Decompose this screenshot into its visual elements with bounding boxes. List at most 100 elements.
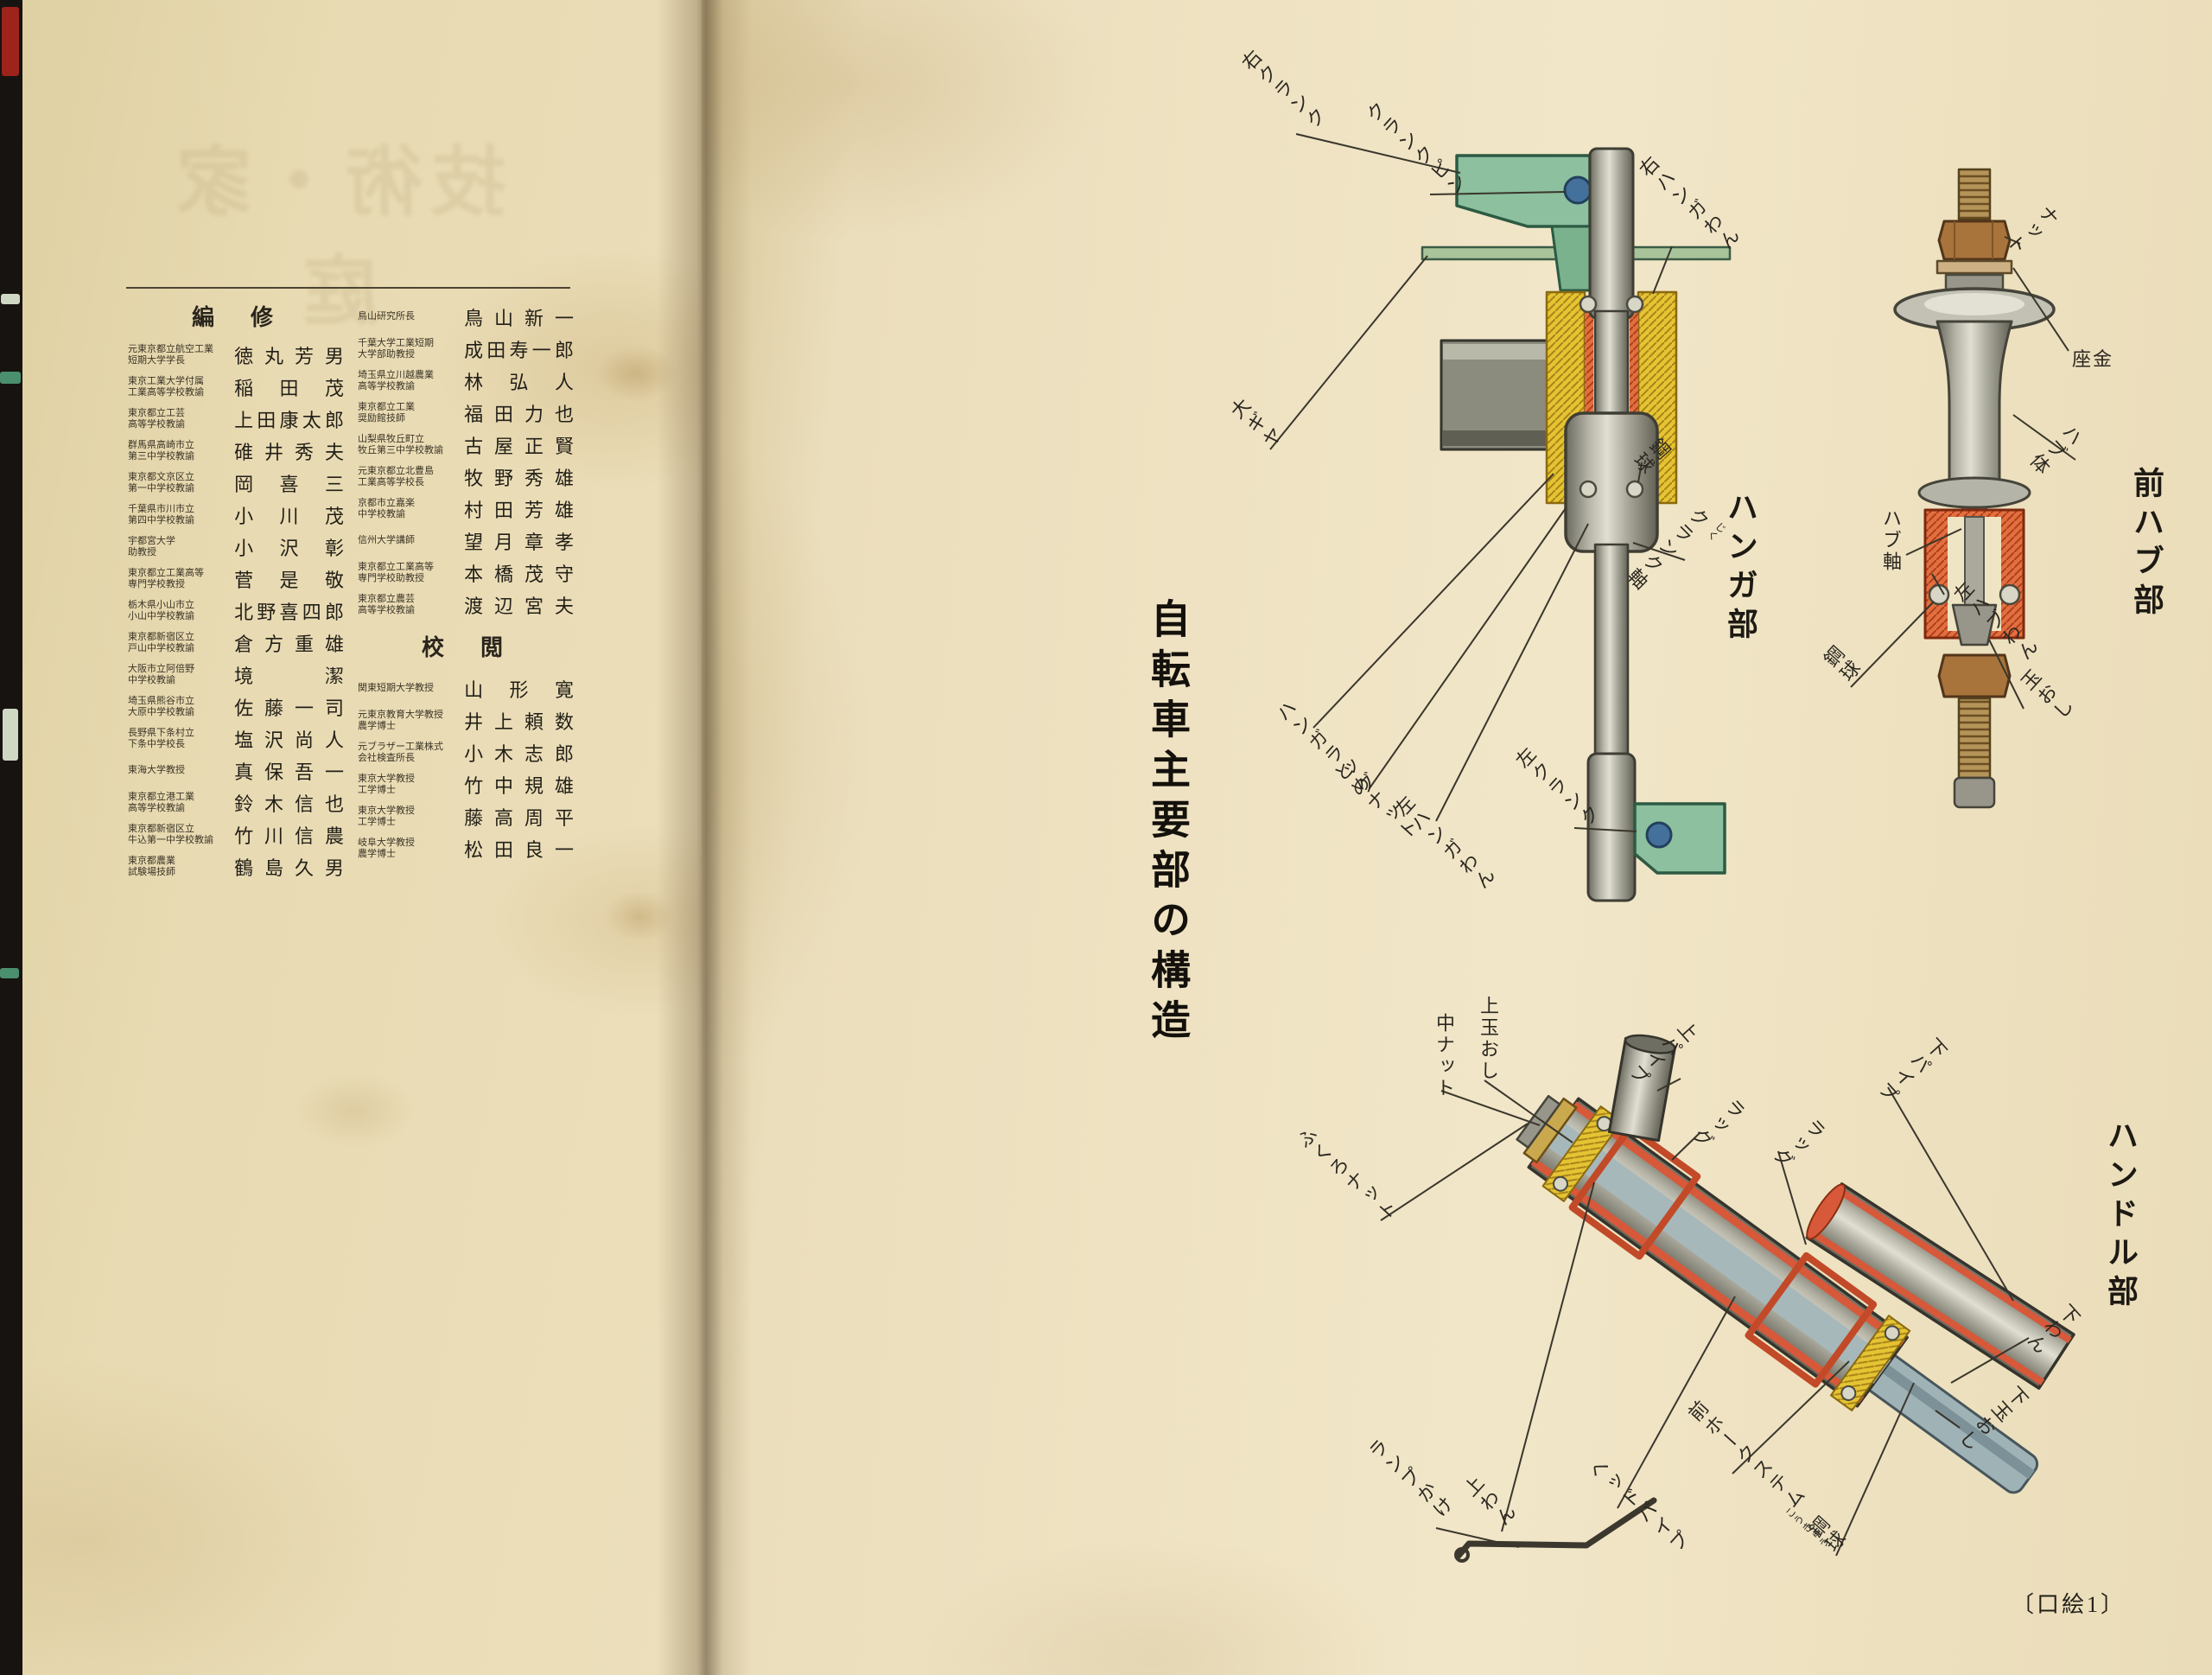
credit-entry: 東京大学教授 工学博士 竹中規雄 xyxy=(358,768,574,800)
credit-entry-title: 東海大学教授 xyxy=(128,765,185,775)
credit-entry-title: 栃木県小山市立 小山中学校教諭 xyxy=(128,599,194,621)
section-label-handlebar: ハンドル部 xyxy=(2103,1119,2138,1314)
credits-column-left: 編 修 元東京都立航空工業 短期大学学長 徳丸芳男 xyxy=(128,301,344,882)
credit-entry-title: 東京大学教授 工学博士 xyxy=(358,773,415,795)
credit-entry: 埼玉県立川越農業 高等学校教諭 林弘人 xyxy=(358,365,574,397)
credit-entry: 鳥山研究所長 鳥山新一 xyxy=(358,301,574,333)
credit-entry-name: 林弘人 xyxy=(464,371,574,393)
editors-column-1: 元東京都立航空工業 短期大学学長 徳丸芳男 東京工業大学付属 工業高等学校教諭 … xyxy=(128,339,344,882)
gutter-shadow xyxy=(657,0,752,1675)
credit-entry-name: 福田力也 xyxy=(464,403,574,425)
editors-heading: 編 修 xyxy=(191,305,280,330)
credit-entry: 群馬県高崎市立 第三中学校教諭 碓井秀夫 xyxy=(128,435,344,467)
credit-entry-name: 鈴木信也 xyxy=(234,793,344,815)
credit-entry: 東京都立農芸 高等学校教諭 渡辺宮夫 xyxy=(358,589,574,621)
credit-entry: 埼玉県熊谷市立 大原中学校教諭 佐藤一司 xyxy=(128,691,344,723)
credit-entry: 大阪市立阿倍野 中学校教諭 境潔 xyxy=(128,659,344,691)
credit-entry-name: 松田良一 xyxy=(464,838,574,861)
edge-fleck xyxy=(0,968,19,978)
credit-entry-title: 長野県下条村立 下条中学校長 xyxy=(128,727,194,749)
credit-entry-title: 東京都立工芸 高等学校教諭 xyxy=(128,407,185,430)
credit-entry-title: 東京都文京区立 第一中学校教諭 xyxy=(128,471,194,494)
credit-entry-name: 上田康太郎 xyxy=(234,409,344,431)
credit-entry-name: 竹中規雄 xyxy=(464,774,574,797)
label-washer: 座金 xyxy=(2072,348,2114,370)
credit-entry: 長野県下条村立 下条中学校長 塩沢尚人 xyxy=(128,723,344,755)
credit-entry-name: 境潔 xyxy=(234,665,344,687)
credit-entry-name: 村田芳雄 xyxy=(464,499,574,521)
credit-entry-title: 大阪市立阿倍野 中学校教諭 xyxy=(128,663,194,685)
page-title: 自転車主要部の構造 xyxy=(1146,598,1190,1049)
credit-entry-title: 宇都宮大学 助教授 xyxy=(128,535,175,557)
credit-entry-name: 徳丸芳男 xyxy=(234,345,344,367)
credit-entry: 東京都立工業 奨励館技師 福田力也 xyxy=(358,397,574,429)
edge-fleck xyxy=(0,372,21,384)
credit-entry-name: 牧野秀雄 xyxy=(464,467,574,489)
credit-entry: 千葉県市川市立 第四中学校教諭 小川茂 xyxy=(128,499,344,531)
left-page: 技術・家庭 編 修 元東京都立航空工業 短期大学学長 徳丸芳男 xyxy=(0,0,702,1675)
credit-entry: 信州大学講師 望月章孝 xyxy=(358,525,574,557)
credit-entry-name: 竹川信農 xyxy=(234,825,344,847)
credit-entry-name: 稲田茂 xyxy=(234,377,344,399)
credit-entry-title: 山梨県牧丘町立 牧丘第三中学校教諭 xyxy=(358,433,443,455)
credit-entry-name: 鶴島久男 xyxy=(234,857,344,879)
reviewers-column: 関東短期大学教授 山形寛 元東京教育大学教授 農学博士 井上頼数 xyxy=(358,672,574,864)
credit-entry: 宇都宮大学 助教授 小沢彰 xyxy=(128,531,344,563)
credit-entry: 東京大学教授 工学博士 藤高周平 xyxy=(358,800,574,832)
label-upper-cone: 上玉おし xyxy=(1478,996,1499,1082)
credit-entry-title: 群馬県高崎市立 第三中学校教諭 xyxy=(128,439,194,462)
credit-entry-name: 古屋正賢 xyxy=(464,435,574,457)
credit-entry-title: 東京大学教授 工学博士 xyxy=(358,805,415,827)
credit-entry-name: 渡辺宮夫 xyxy=(464,595,574,617)
credit-entry-name: 藤高周平 xyxy=(464,806,574,829)
credit-entry-name: 井上頼数 xyxy=(464,710,574,733)
credit-entry: 東京都新宿区立 牛込第一中学校教諭 竹川信農 xyxy=(128,818,344,850)
credit-entry-title: 京都市立嘉楽 中学校教諭 xyxy=(358,497,415,519)
credit-entry: 元東京教育大学教授 農学博士 井上頼数 xyxy=(358,704,574,736)
credit-entry: 東京都新宿区立 戸山中学校教諭 倉方重雄 xyxy=(128,627,344,659)
credit-entry-title: 東京都立港工業 高等学校教諭 xyxy=(128,791,194,813)
label-middle-nut: 中ナット xyxy=(1433,1013,1455,1099)
credit-entry-title: 千葉大学工業短期 大学部助教授 xyxy=(358,337,434,360)
credit-entry: 元東京都立北豊島 工業高等学校長 牧野秀雄 xyxy=(358,461,574,493)
divider-rule xyxy=(126,287,570,289)
credit-entry-name: 北野喜四郎 xyxy=(234,601,344,623)
credit-entry: 元ブラザー工業株式 会社検査所長 小木志郎 xyxy=(358,736,574,768)
credit-entry-title: 東京都立農芸 高等学校教諭 xyxy=(358,593,415,615)
credit-entry-name: 鳥山新一 xyxy=(464,307,574,329)
edge-red-mark xyxy=(2,7,19,76)
credit-entry-name: 小木志郎 xyxy=(464,742,574,765)
credit-entry-name: 佐藤一司 xyxy=(234,697,344,719)
credit-entry-title: 東京都新宿区立 戸山中学校教諭 xyxy=(128,631,194,653)
credit-entry-title: 元東京都立北豊島 工業高等学校長 xyxy=(358,465,434,487)
credit-entry-title: 東京都新宿区立 牛込第一中学校教諭 xyxy=(128,823,213,845)
credit-entry: 関東短期大学教授 山形寛 xyxy=(358,672,574,704)
credit-entry: 栃木県小山市立 小山中学校教諭 北野喜四郎 xyxy=(128,595,344,627)
section-label-hanger: ハンガ部 xyxy=(1723,491,1758,646)
credit-entry: 東京都文京区立 第一中学校教諭 岡喜三 xyxy=(128,467,344,499)
credit-entry-title: 元東京都立航空工業 短期大学学長 xyxy=(128,343,213,366)
credit-entry: 東京都立工業高等 専門学校助教授 本橋茂守 xyxy=(358,557,574,589)
credit-entry-name: 成田寿一郎 xyxy=(464,339,574,361)
edge-fleck xyxy=(3,709,18,761)
credit-entry-title: 岐阜大学教授 農学博士 xyxy=(358,837,415,859)
credit-entry-name: 真保吾一 xyxy=(234,761,344,783)
credit-entry-title: 東京都立工業 奨励館技師 xyxy=(358,401,415,424)
label-hub-axle: ハブ軸 xyxy=(1880,508,1902,573)
book-edge xyxy=(0,0,22,1675)
credit-entry-name: 望月章孝 xyxy=(464,531,574,553)
credit-entry-name: 小川茂 xyxy=(234,505,344,527)
credit-entry-title: 関東短期大学教授 xyxy=(358,683,434,693)
credit-entry: 東京都農業 試験場技師 鶴島久男 xyxy=(128,850,344,882)
credit-entry-name: 本橋茂守 xyxy=(464,563,574,585)
edge-fleck xyxy=(1,294,20,304)
credit-entry: 京都市立嘉楽 中学校教諭 村田芳雄 xyxy=(358,493,574,525)
credit-entry-title: 鳥山研究所長 xyxy=(358,311,415,322)
section-label-front-hub: 前ハブ部 xyxy=(2129,467,2164,622)
credit-entry-title: 埼玉県熊谷市立 大原中学校教諭 xyxy=(128,695,194,717)
stain xyxy=(294,1072,415,1150)
credit-entry: 東京都立工業高等 専門学校教授 菅是敬 xyxy=(128,563,344,595)
page-marker: 〔口絵1〕 xyxy=(2012,1592,2126,1617)
credit-entry: 山梨県牧丘町立 牧丘第三中学校教諭 古屋正賢 xyxy=(358,429,574,461)
